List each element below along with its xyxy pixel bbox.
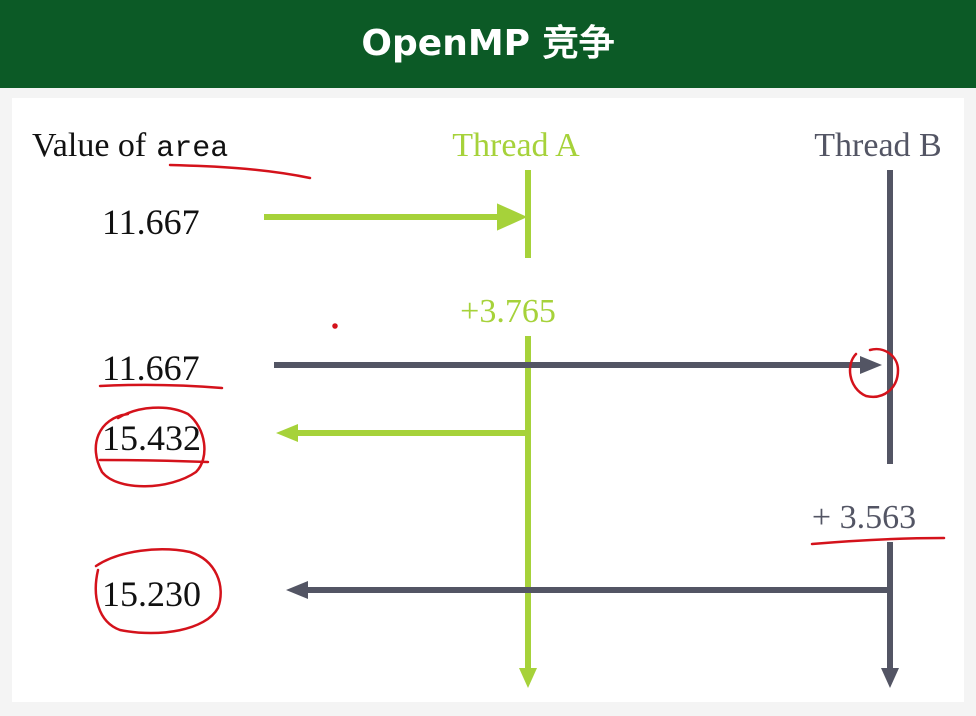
- title-bar: [0, 0, 976, 88]
- handwritten-annotations: [94, 163, 946, 635]
- thread-a-end-arrow: [519, 668, 537, 688]
- slide-body: [12, 98, 964, 702]
- value-3: 15.432: [102, 418, 201, 458]
- value-2: 11.667: [102, 348, 200, 388]
- arrow-read-thread-b-head: [860, 356, 882, 374]
- slide-title: OpenMP 竞争: [361, 23, 615, 64]
- thread-a-label: Thread A: [452, 127, 580, 164]
- red-dot: [332, 323, 338, 329]
- arrow-write-thread-a-head: [276, 424, 298, 442]
- value-1: 11.667: [102, 202, 200, 242]
- circle-value-4: [94, 548, 222, 635]
- thread-b-increment: + 3.563: [812, 499, 916, 536]
- underline-value-2: [98, 383, 224, 390]
- circle-value-3: [94, 406, 206, 488]
- circle-thread-b-read: [848, 347, 900, 399]
- arrow-write-thread-b-head: [286, 581, 308, 599]
- underline-value-3: [98, 458, 210, 464]
- value-4: 15.230: [102, 574, 201, 614]
- underline-area: [168, 163, 312, 180]
- underline-thread-b-increment: [810, 536, 946, 546]
- thread-a-increment: +3.765: [460, 293, 556, 330]
- thread-b-label: Thread B: [814, 127, 941, 164]
- thread-b-end-arrow: [881, 668, 899, 688]
- arrow-read-thread-a: [264, 203, 528, 231]
